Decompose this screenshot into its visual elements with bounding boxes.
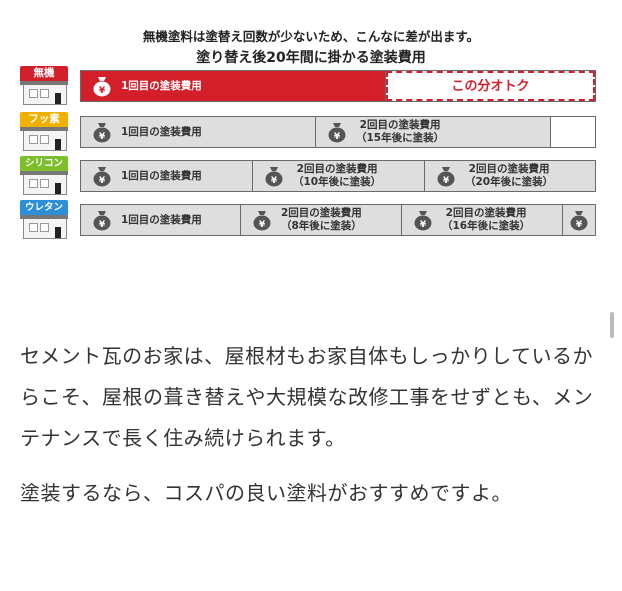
house-icon: フッ素 (20, 112, 68, 152)
cost-bar: ¥ 1回目の塗装費用 ¥ 2回目の塗装費用 （8年後に塗装） ¥ 2回目の塗装費… (80, 204, 596, 236)
cost-segment: ¥ 2回目の塗装費用 （20年後に塗装） (425, 161, 595, 191)
money-bag-icon: ¥ (326, 121, 348, 143)
cost-bar: ¥ 1回目の塗装費用 ¥ 2回目の塗装費用 （10年後に塗装） ¥ 2回目の塗装… (80, 160, 596, 192)
house-icon: 無機 (20, 66, 68, 106)
segment-sublabel: （16年後に塗装） (442, 220, 531, 232)
svg-text:¥: ¥ (420, 220, 427, 230)
svg-text:¥: ¥ (576, 220, 583, 230)
cost-bar: ¥ 1回目の塗装費用 この分オトク (80, 70, 596, 102)
segment-sublabel: （20年後に塗装） (465, 176, 554, 188)
segment-sublabel: （8年後に塗装） (281, 220, 362, 232)
svg-text:¥: ¥ (99, 176, 106, 186)
segment-label: 1回目の塗装費用 (121, 213, 202, 226)
money-bag-icon: ¥ (435, 165, 457, 187)
money-bag-icon: ¥ (568, 209, 590, 231)
money-bag-icon: ¥ (91, 121, 113, 143)
cost-segment: ¥ 2回目の塗装費用 （8年後に塗装） (241, 205, 402, 235)
figure-title: 無機塗料は塗替え回数が少ないため、こんなに差が出ます。 (142, 29, 480, 44)
money-bag-icon: ¥ (91, 209, 113, 231)
money-bag-icon: ¥ (263, 165, 285, 187)
savings-segment: この分オトク (386, 71, 595, 101)
cost-segment: ¥ 1回目の塗装費用 (81, 205, 241, 235)
savings-label: この分オトク (451, 78, 530, 94)
segment-label: 1回目の塗装費用 (121, 79, 202, 92)
row-urethane: ウレタン ¥ 1回目の塗装費用 ¥ 2回目の塗装費用 （8年後に塗装） ¥ 2回… (20, 200, 598, 240)
money-bag-icon: ¥ (251, 209, 273, 231)
house-label: 無機 (20, 66, 68, 81)
segment-label: 2回目の塗装費用 (359, 119, 441, 131)
money-bag-icon: ¥ (412, 209, 434, 231)
svg-text:¥: ¥ (443, 176, 450, 186)
svg-text:¥: ¥ (99, 132, 106, 142)
segment-label: 1回目の塗装費用 (121, 169, 202, 182)
empty-segment (551, 117, 595, 147)
house-label: ウレタン (20, 200, 68, 215)
paragraph: 塗装するなら、コスパの良い塗料がおすすめですよ。 (20, 481, 512, 505)
cost-segment: ¥ 2回目の塗装費用 （15年後に塗装） (316, 117, 551, 147)
row-silicon: シリコン ¥ 1回目の塗装費用 ¥ 2回目の塗装費用 （10年後に塗装） ¥ 2… (20, 156, 598, 196)
article-body: セメント瓦のお家は、屋根材もお家自体もしっかりしているからこそ、屋根の葺き替えや… (20, 336, 604, 514)
house-icon: ウレタン (20, 200, 68, 240)
segment-sublabel: （15年後に塗装） (356, 132, 445, 144)
paragraph: セメント瓦のお家は、屋根材もお家自体もしっかりしているからこそ、屋根の葺き替えや… (20, 344, 594, 450)
cost-bar: ¥ 1回目の塗装費用 ¥ 2回目の塗装費用 （15年後に塗装） (80, 116, 596, 148)
segment-label: 2回目の塗装費用 (281, 207, 362, 219)
cost-segment: ¥ 1回目の塗装費用 (81, 71, 386, 101)
svg-text:¥: ¥ (99, 220, 106, 230)
house-label: シリコン (20, 156, 68, 171)
segment-label: 2回目の塗装費用 (468, 163, 550, 175)
figure-subtitle: 塗り替え後20年間に掛かる塗装費用 (196, 50, 426, 66)
svg-text:¥: ¥ (259, 220, 266, 230)
paint-cost-comparison-figure: 無機塗料は塗替え回数が少ないため、こんなに差が出ます。 塗り替え後20年間に掛か… (0, 0, 622, 260)
scrollbar-thumb[interactable] (610, 312, 614, 338)
cost-segment: ¥ 1回目の塗装費用 (81, 161, 253, 191)
svg-text:¥: ¥ (334, 132, 341, 142)
money-bag-icon: ¥ (91, 75, 113, 97)
segment-label: 1回目の塗装費用 (121, 125, 202, 138)
money-bag-icon: ¥ (91, 165, 113, 187)
house-label: フッ素 (20, 112, 68, 127)
cost-segment: ¥ 1回目の塗装費用 (81, 117, 316, 147)
segment-label: 2回目の塗装費用 (296, 163, 378, 175)
house-icon: シリコン (20, 156, 68, 196)
segment-label: 2回目の塗装費用 (445, 207, 527, 219)
svg-text:¥: ¥ (271, 176, 278, 186)
cost-segment: ¥ (563, 205, 595, 235)
cost-segment: ¥ 2回目の塗装費用 （10年後に塗装） (253, 161, 425, 191)
row-fluorine: フッ素 ¥ 1回目の塗装費用 ¥ 2回目の塗装費用 （15年後に塗装） (20, 112, 598, 152)
segment-sublabel: （10年後に塗装） (293, 176, 382, 188)
cost-segment: ¥ 2回目の塗装費用 （16年後に塗装） (402, 205, 563, 235)
row-inorganic: 無機 ¥ 1回目の塗装費用 この分オトク (20, 66, 598, 106)
svg-text:¥: ¥ (99, 86, 106, 96)
